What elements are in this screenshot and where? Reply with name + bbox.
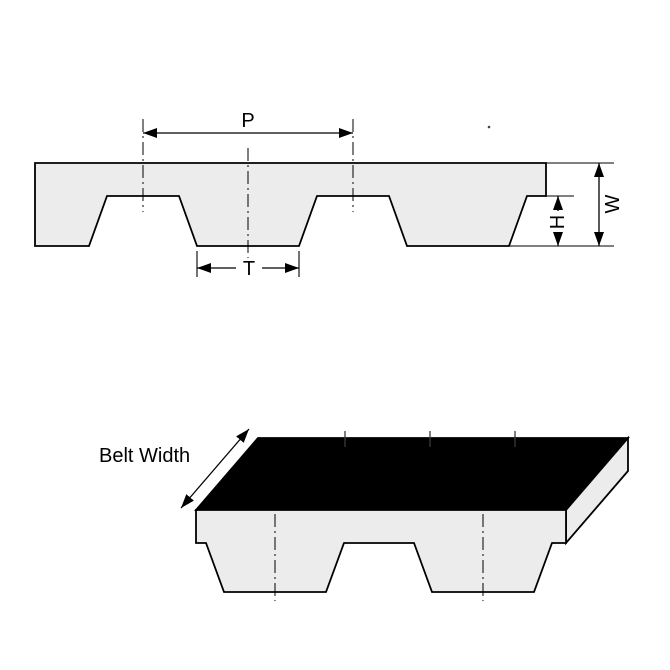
tooth-height-label: H xyxy=(547,215,569,229)
belt-width-arrow xyxy=(180,428,250,509)
pitch-label: P xyxy=(241,110,254,132)
belt-back-surface xyxy=(194,437,630,511)
belt-front-face xyxy=(195,509,567,593)
speck xyxy=(487,125,491,129)
cross-section-view: P T H W xyxy=(34,110,624,280)
belt-width-label: Belt Width xyxy=(99,445,190,467)
tooth-width-label: T xyxy=(243,258,255,280)
isometric-view: Belt Width xyxy=(99,428,630,601)
belt-profile xyxy=(34,162,547,247)
belt-thickness-label: W xyxy=(602,194,624,213)
